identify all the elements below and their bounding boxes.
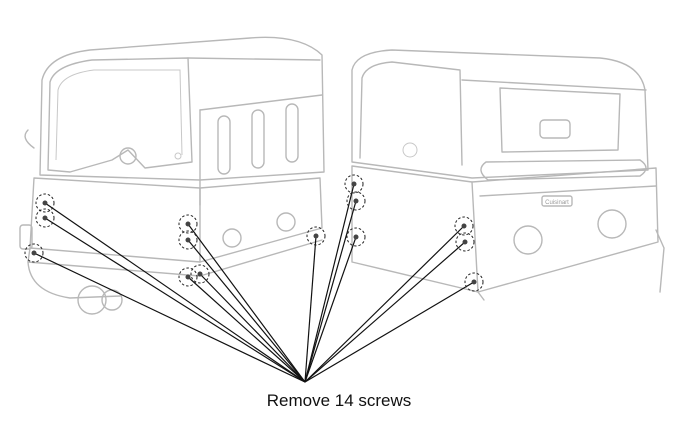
leader-line-3	[33, 252, 306, 383]
leader-line-11	[304, 236, 357, 383]
leader-line-4	[187, 223, 306, 383]
screw-5	[178, 230, 198, 250]
leader-line-14	[304, 281, 475, 383]
screw-13	[455, 232, 475, 252]
screw-12	[454, 216, 474, 236]
leader-line-12	[304, 225, 465, 383]
leader-line-2	[44, 217, 306, 383]
left-grill-illustration	[19, 36, 325, 315]
right-grill-illustration: Cuisinart	[351, 49, 665, 301]
brand-badge-label: Cuisinart	[545, 200, 569, 206]
screw-14	[464, 272, 484, 292]
leader-line-13	[304, 241, 466, 383]
screw-4	[178, 214, 198, 234]
leader-line-8	[304, 235, 317, 383]
leader-line-5	[187, 239, 306, 383]
screw-6	[178, 267, 198, 287]
screw-9	[344, 174, 364, 194]
screw-3	[24, 243, 44, 263]
leader-line-7	[199, 273, 306, 383]
screw-11	[346, 227, 366, 247]
instruction-caption: Remove 14 screws	[266, 391, 412, 410]
screw-2	[35, 208, 55, 228]
screw-10	[346, 191, 366, 211]
screw-7	[190, 264, 210, 284]
screw-1	[35, 193, 55, 213]
screw-8	[306, 226, 326, 246]
leader-lines	[33, 183, 475, 383]
leader-line-9	[304, 183, 355, 383]
leader-line-1	[44, 202, 306, 383]
screw-callouts	[24, 174, 484, 292]
leader-line-10	[304, 200, 357, 383]
leader-line-6	[187, 276, 306, 383]
